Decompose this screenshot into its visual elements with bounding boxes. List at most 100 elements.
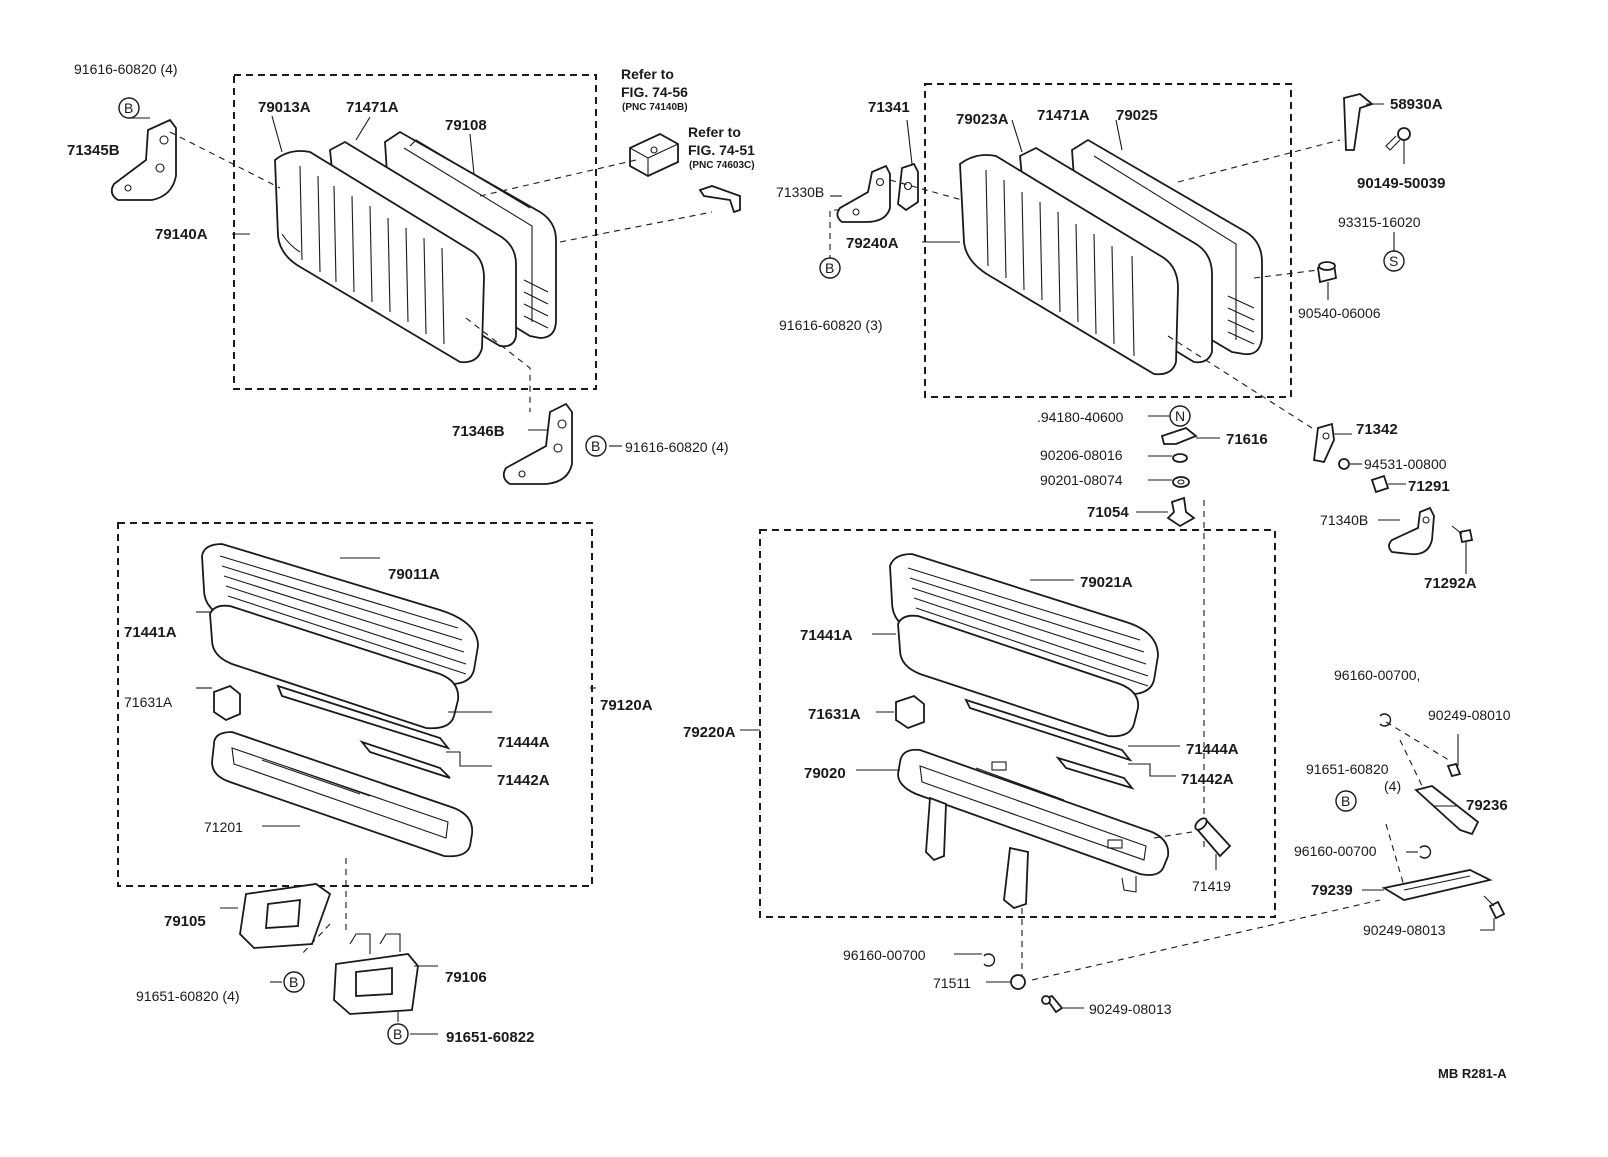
label-79108: 79108 bbox=[445, 117, 487, 134]
marker-b-lower-left: B bbox=[283, 971, 305, 993]
part-71419 bbox=[1194, 817, 1232, 858]
svg-text:B: B bbox=[124, 100, 133, 116]
seatback-cover-79023A bbox=[959, 154, 1179, 376]
svg-text:B: B bbox=[1341, 793, 1350, 809]
cushion-part-71444A-right bbox=[964, 698, 1133, 762]
ref-part-74603C bbox=[698, 185, 741, 214]
label-96160-00700-a: 96160-00700 bbox=[843, 947, 926, 963]
marker-b-far-right: B bbox=[1335, 790, 1357, 812]
part-90201-08074 bbox=[1172, 476, 1190, 488]
label-79011A: 79011A bbox=[388, 566, 440, 583]
svg-text:S: S bbox=[1389, 253, 1398, 269]
label-91651-60822: 91651-60822 bbox=[446, 1029, 534, 1046]
label-71441A-right: 71441A bbox=[800, 627, 853, 644]
label-96160-00700-b: 96160-00700, bbox=[1334, 667, 1420, 683]
marker-b-mid-left: B bbox=[585, 435, 607, 457]
label-71330B: 71330B bbox=[776, 184, 824, 200]
bracket-79105 bbox=[239, 883, 332, 949]
bracket-71345B bbox=[110, 118, 177, 201]
bolt-90249-08013-a bbox=[1041, 994, 1064, 1014]
part-79236 bbox=[1414, 785, 1480, 836]
label-71340B: 71340B bbox=[1320, 512, 1368, 528]
part-71511 bbox=[1010, 974, 1026, 990]
cushion-part-71631A-right bbox=[895, 694, 925, 730]
part-90206-08016 bbox=[1172, 453, 1188, 463]
label-91651-60820-4-left: 91651-60820 (4) bbox=[136, 988, 240, 1004]
label-91616-60820-4-mid: 91616-60820 (4) bbox=[625, 439, 729, 455]
label-90249-08010: 90249-08010 bbox=[1428, 707, 1511, 723]
svg-text:B: B bbox=[591, 438, 600, 454]
group-box-cushion-right bbox=[759, 529, 1276, 918]
label-71291: 71291 bbox=[1408, 478, 1450, 495]
bracket-71346B bbox=[502, 402, 573, 485]
svg-text:B: B bbox=[825, 260, 834, 276]
label-71631A-left: 71631A bbox=[124, 694, 173, 710]
marker-s: S bbox=[1383, 250, 1405, 272]
marker-n: N bbox=[1169, 405, 1191, 427]
label-91616-60820-4-top: 91616-60820 (4) bbox=[74, 61, 178, 77]
svg-text:FIG. 74-56: FIG. 74-56 bbox=[621, 84, 688, 100]
label-90249-08013-a: 90249-08013 bbox=[1089, 1001, 1172, 1017]
label-71419: 71419 bbox=[1192, 878, 1231, 894]
label-93315-16020: 93315-16020 bbox=[1338, 214, 1421, 230]
label-90201-08074: 90201-08074 bbox=[1040, 472, 1123, 488]
part-96160-00700-c bbox=[1419, 845, 1432, 859]
label-71341: 71341 bbox=[868, 99, 910, 116]
marker-b-lower-mid: B bbox=[387, 1023, 409, 1045]
label-90149-50039: 90149-50039 bbox=[1357, 175, 1445, 192]
marker-b-upper-right: B bbox=[819, 257, 841, 279]
diagram-code: MB R281-A bbox=[1438, 1066, 1507, 1081]
label-96160-00700-c: 96160-00700 bbox=[1294, 843, 1377, 859]
part-96160-00700-a bbox=[983, 953, 996, 967]
cushion-frame-79020 bbox=[897, 748, 1170, 910]
svg-text:(PNC 74140B): (PNC 74140B) bbox=[622, 102, 688, 113]
label-71442A-left: 71442A bbox=[497, 772, 550, 789]
label-79105: 79105 bbox=[164, 913, 206, 930]
label-79021A: 79021A bbox=[1080, 574, 1133, 591]
part-71291 bbox=[1370, 474, 1390, 494]
part-71341 bbox=[897, 162, 919, 212]
bracket-79106 bbox=[333, 933, 419, 1015]
label-79106: 79106 bbox=[445, 969, 487, 986]
bolt-71292A bbox=[1451, 525, 1474, 544]
label-71471A-right: 71471A bbox=[1037, 107, 1090, 124]
cushion-part-71631A-left bbox=[213, 684, 241, 722]
cushion-part-71444A-left bbox=[276, 684, 451, 750]
label-94531-00800: 94531-00800 bbox=[1364, 456, 1447, 472]
part-71054 bbox=[1166, 496, 1196, 528]
label-79236: 79236 bbox=[1466, 797, 1508, 814]
label-91651-60820-r: 91651-60820 bbox=[1306, 761, 1389, 777]
label-71631A-right: 71631A bbox=[808, 706, 861, 723]
label-71346B: 71346B bbox=[452, 423, 505, 440]
label-79240A: 79240A bbox=[846, 235, 899, 252]
label-71201: 71201 bbox=[204, 819, 243, 835]
label-79023A: 79023A bbox=[956, 111, 1009, 128]
label-71342: 71342 bbox=[1356, 421, 1398, 438]
label-79025: 79025 bbox=[1116, 107, 1158, 124]
svg-text:B: B bbox=[393, 1026, 402, 1042]
label-71616: 71616 bbox=[1226, 431, 1268, 448]
label-71054: 71054 bbox=[1087, 504, 1129, 521]
part-71616 bbox=[1160, 426, 1198, 445]
bracket-71340B bbox=[1388, 506, 1435, 556]
label-79140A: 79140A bbox=[155, 226, 208, 243]
label-94180-40600: .94180-40600 bbox=[1037, 409, 1124, 425]
bolt-90249-08013-b bbox=[1483, 895, 1506, 920]
label-71292A: 71292A bbox=[1424, 575, 1477, 592]
svg-text:B: B bbox=[289, 974, 298, 990]
label-79220A: 79220A bbox=[683, 724, 736, 741]
label-79020: 79020 bbox=[804, 765, 846, 782]
label-91616-60820-3: 91616-60820 (3) bbox=[779, 317, 883, 333]
svg-text:Refer to: Refer to bbox=[688, 124, 741, 140]
svg-text:Refer to: Refer to bbox=[621, 66, 674, 82]
label-71442A-right: 71442A bbox=[1181, 771, 1234, 788]
refer-to-fig-74-51: Refer to FIG. 74-51 (PNC 74603C) bbox=[688, 124, 755, 171]
group-box-seatback-right bbox=[924, 83, 1292, 398]
label-90206-08016: 90206-08016 bbox=[1040, 447, 1123, 463]
part-71342 bbox=[1313, 422, 1335, 464]
label-79013A: 79013A bbox=[258, 99, 311, 116]
part-94531-00800 bbox=[1338, 458, 1350, 470]
part-79239 bbox=[1381, 869, 1493, 901]
